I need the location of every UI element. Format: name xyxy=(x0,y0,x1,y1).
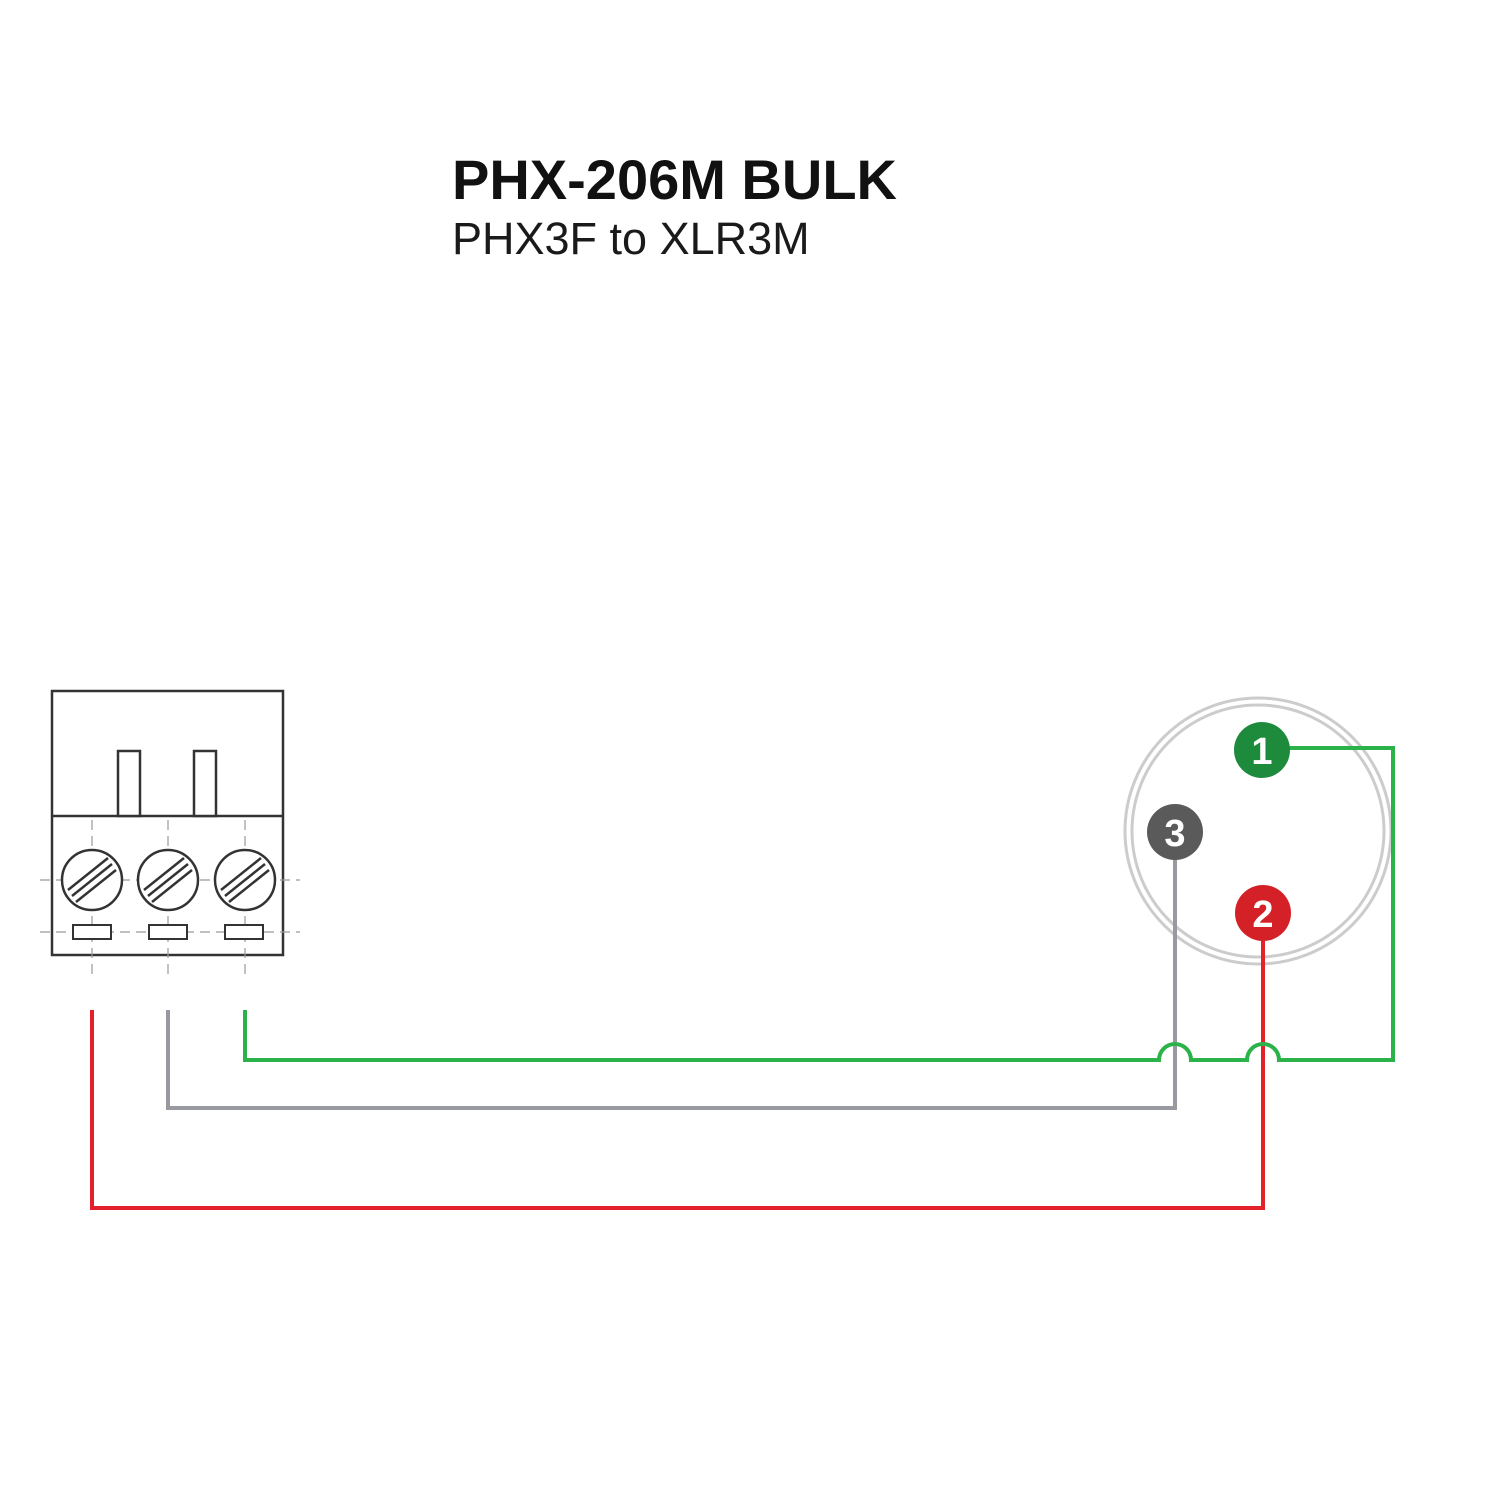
connector-tab-right xyxy=(192,749,218,818)
wire-cold-gray xyxy=(166,858,1177,1110)
wire-slot-3 xyxy=(224,924,264,940)
diagram-subtitle: PHX3F to XLR3M xyxy=(452,213,810,264)
wire-slot-2 xyxy=(148,924,188,940)
screw-terminal-1 xyxy=(60,848,124,912)
xlr-pin-1: 1 xyxy=(1234,722,1290,778)
title-block: PHX-206M BULK PHX3F to XLR3M xyxy=(452,148,897,266)
connector-tab-left xyxy=(116,749,142,818)
xlr-pin-3: 3 xyxy=(1147,804,1203,860)
xlr-pin-3-label: 3 xyxy=(1164,813,1185,855)
diagram-title: PHX-206M BULK xyxy=(452,148,897,211)
screw-terminal-2 xyxy=(136,848,200,912)
wire-slots xyxy=(72,924,264,940)
screw-terminal-3 xyxy=(213,848,277,912)
xlr-pin-2-label: 2 xyxy=(1252,894,1273,936)
wire-slot-1 xyxy=(72,924,112,940)
xlr-inner-ring xyxy=(1130,703,1386,959)
xlr-pin-1-label: 1 xyxy=(1251,731,1272,773)
xlr-pin-2: 2 xyxy=(1235,885,1291,941)
wire-ground-green xyxy=(243,746,1395,1062)
wire-hot-red xyxy=(90,939,1265,1210)
